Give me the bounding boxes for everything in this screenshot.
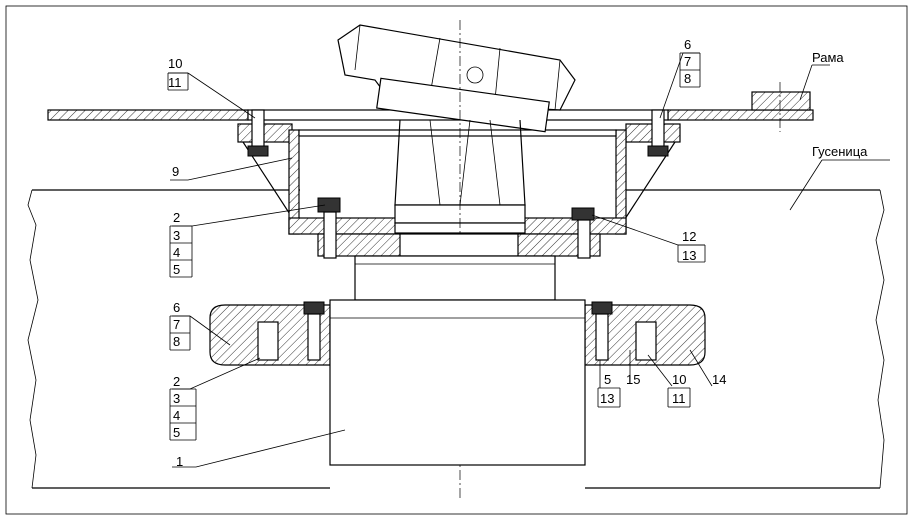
label-5c: 5 (604, 372, 611, 387)
label-3b: 3 (173, 391, 180, 406)
label-11b: 11 (672, 391, 686, 406)
label-13b: 13 (600, 391, 614, 406)
label-7b: 7 (173, 317, 180, 332)
part-labels: Рама Гусеница 10 11 6 7 8 9 2 3 4 5 12 1… (168, 37, 868, 469)
mount-flange (317, 197, 601, 259)
label-7a: 7 (684, 54, 691, 69)
label-4a: 4 (173, 245, 180, 260)
label-2a: 2 (173, 210, 180, 225)
label-9: 9 (172, 164, 179, 179)
label-8b: 8 (173, 334, 180, 349)
label-14: 14 (712, 372, 726, 387)
label-6a: 6 (684, 37, 691, 52)
label-13a: 13 (682, 248, 696, 263)
label-1: 1 (176, 454, 183, 469)
label-4b: 4 (173, 408, 180, 423)
bearing-ring (209, 301, 706, 366)
label-3a: 3 (173, 228, 180, 243)
label-gusenitsa: Гусеница (812, 144, 868, 159)
drive-drum (354, 255, 556, 301)
lower-hub (329, 299, 586, 466)
upper-bolts (247, 109, 669, 157)
label-12: 12 (682, 229, 696, 244)
label-11a: 11 (168, 75, 182, 90)
label-rama: Рама (812, 50, 844, 65)
label-8a: 8 (684, 71, 691, 86)
label-2b: 2 (173, 374, 180, 389)
label-boxes (167, 52, 706, 441)
drawing-frame (5, 5, 908, 515)
label-5b: 5 (173, 425, 180, 440)
track-outline (27, 189, 885, 489)
label-5a: 5 (173, 262, 180, 277)
label-15: 15 (626, 372, 640, 387)
label-10a: 10 (168, 56, 182, 71)
label-10b: 10 (672, 372, 686, 387)
label-6b: 6 (173, 300, 180, 315)
